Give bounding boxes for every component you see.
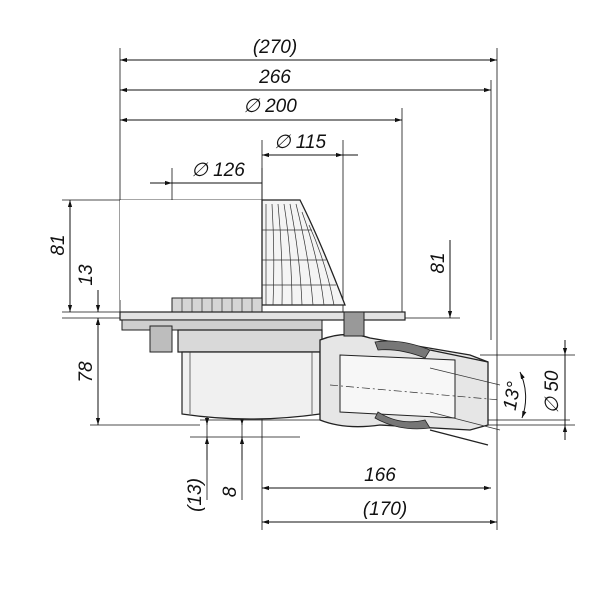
label-8-bottom: 8 xyxy=(220,486,241,497)
dimension-labels: (270) 266 ∅ 200 ∅ 115 ∅ 126 81 13 78 81 … xyxy=(48,37,563,520)
label-78: 78 xyxy=(76,361,97,383)
lower-cylinder xyxy=(181,351,321,420)
leaf-grate xyxy=(261,199,346,306)
label-13-left: 13 xyxy=(76,264,97,286)
outlet-pipe xyxy=(429,349,489,446)
clamp-left xyxy=(149,325,173,353)
clamp-right xyxy=(343,311,365,337)
label-13-bottom: (13) xyxy=(185,478,206,512)
dimension-lines xyxy=(67,57,568,525)
seal-ring-bottom xyxy=(374,411,431,430)
label-170: (170) xyxy=(363,499,407,520)
label-270: (270) xyxy=(253,37,297,58)
label-81-left: 81 xyxy=(48,234,69,255)
grate-ribs xyxy=(262,203,336,306)
label-81-right: 81 xyxy=(428,252,449,273)
housing xyxy=(177,329,323,353)
small-grate xyxy=(171,297,263,313)
inner-pipe xyxy=(339,354,456,419)
small-grate-bars xyxy=(181,298,253,312)
roof-drain-body xyxy=(119,199,501,446)
label-266: 266 xyxy=(258,67,291,88)
label-dia-200: ∅ 200 xyxy=(243,96,297,117)
label-13-degree: 13° xyxy=(500,380,526,412)
label-dia-115: ∅ 115 xyxy=(274,132,327,153)
label-166: 166 xyxy=(364,465,396,486)
label-dia-126: ∅ 126 xyxy=(191,160,245,181)
label-dia-50: ∅ 50 xyxy=(542,370,563,413)
seal-ring-top xyxy=(374,340,431,359)
